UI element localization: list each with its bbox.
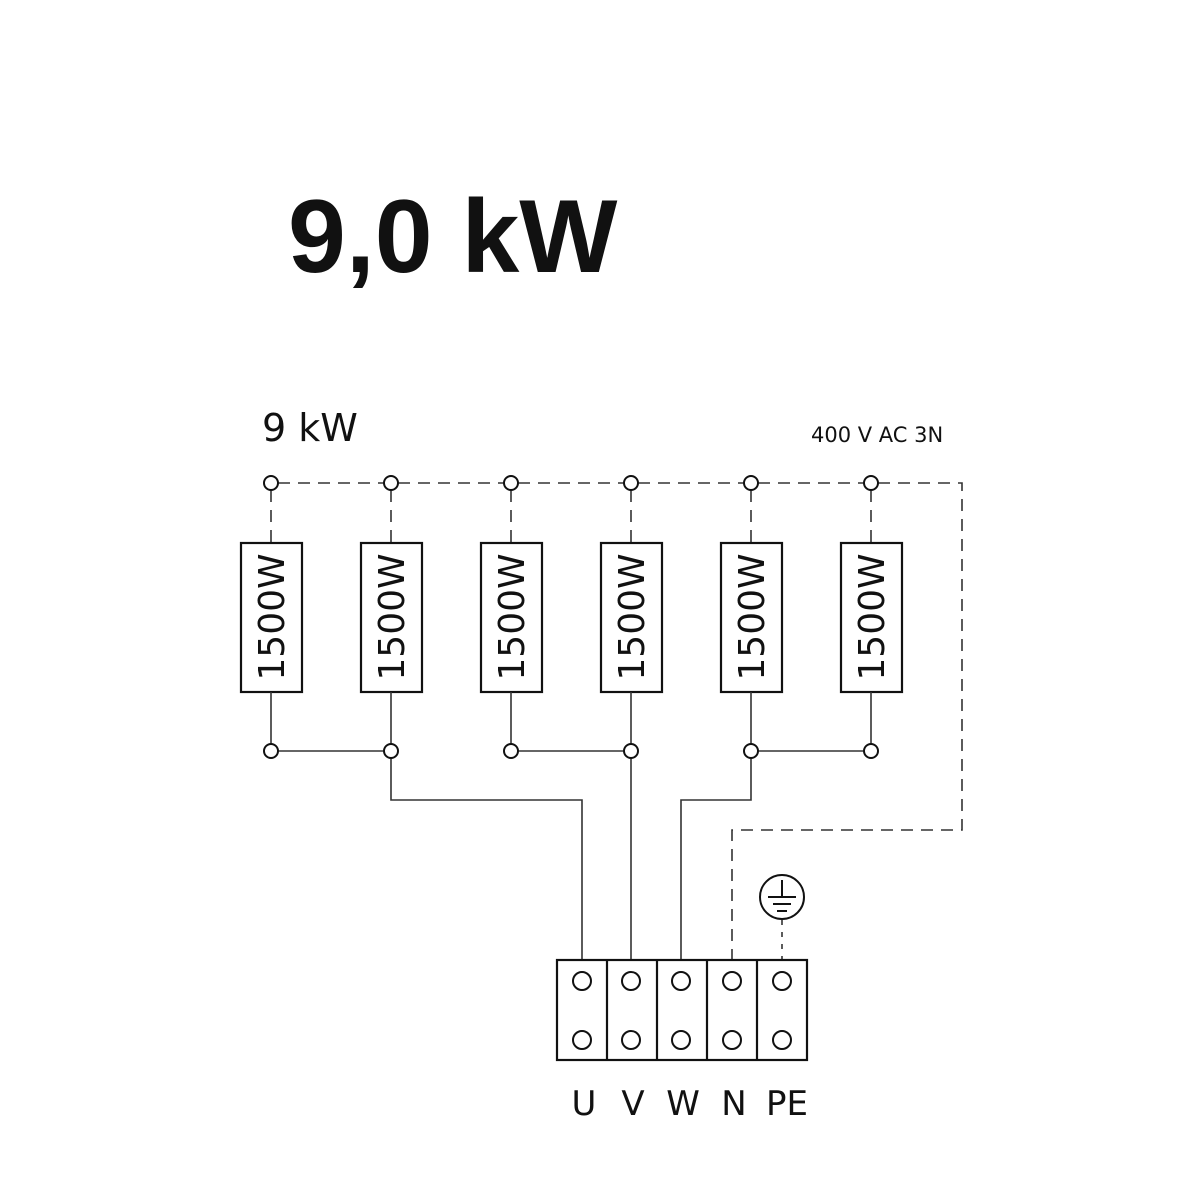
terminal-screw	[621, 1030, 641, 1050]
terminal-label-w: W	[666, 1084, 700, 1124]
resistor-column: 1500W	[479, 475, 544, 744]
phase-wiring	[263, 743, 879, 962]
terminal-label-pe: PE	[766, 1084, 808, 1124]
terminal-screw	[722, 1030, 742, 1050]
bottom-node	[503, 743, 519, 759]
terminal-screw	[772, 971, 792, 991]
supply-label: 400 V AC 3N	[811, 423, 943, 447]
page-title: 9,0 kW	[288, 179, 618, 295]
terminal-screw	[671, 971, 691, 991]
terminal-screw	[722, 971, 742, 991]
top-node	[623, 475, 639, 491]
terminal-label-v: V	[621, 1084, 644, 1124]
bottom-node	[623, 743, 639, 759]
heating-element	[599, 541, 664, 694]
phase-w-wire	[680, 758, 752, 962]
protective-earth-icon	[759, 874, 805, 962]
resistor-column: 1500W	[599, 475, 664, 744]
resistor-label: 1500W	[252, 553, 293, 680]
bottom-node	[743, 743, 759, 759]
terminal-screw	[621, 971, 641, 991]
heating-element	[239, 541, 304, 694]
terminal-screw	[671, 1030, 691, 1050]
resistor-label: 1500W	[492, 553, 533, 680]
resistor-group: 1500W 1500W 1500W 1500W	[239, 475, 904, 744]
top-node	[383, 475, 399, 491]
bottom-node	[263, 743, 279, 759]
resistor-column: 1500W	[239, 475, 304, 744]
top-node	[743, 475, 759, 491]
top-node	[503, 475, 519, 491]
terminal-block	[555, 958, 809, 1062]
resistor-label: 1500W	[852, 553, 893, 680]
resistor-column: 1500W	[839, 475, 904, 744]
terminal-screw	[572, 971, 592, 991]
resistor-label: 1500W	[372, 553, 413, 680]
terminal-screw	[772, 1030, 792, 1050]
bottom-node	[383, 743, 399, 759]
resistor-label: 1500W	[732, 553, 773, 680]
terminal-label-u: U	[572, 1084, 597, 1124]
terminal-label-n: N	[721, 1084, 746, 1124]
top-node	[863, 475, 879, 491]
resistor-column: 1500W	[359, 475, 424, 744]
top-node	[263, 475, 279, 491]
heating-element	[839, 541, 904, 694]
terminal-screw	[572, 1030, 592, 1050]
resistor-label: 1500W	[612, 553, 653, 680]
heating-element	[359, 541, 424, 694]
power-label: 9 kW	[262, 406, 358, 450]
bottom-node	[863, 743, 879, 759]
resistor-column: 1500W	[719, 475, 784, 744]
phase-u-wire	[390, 758, 583, 962]
